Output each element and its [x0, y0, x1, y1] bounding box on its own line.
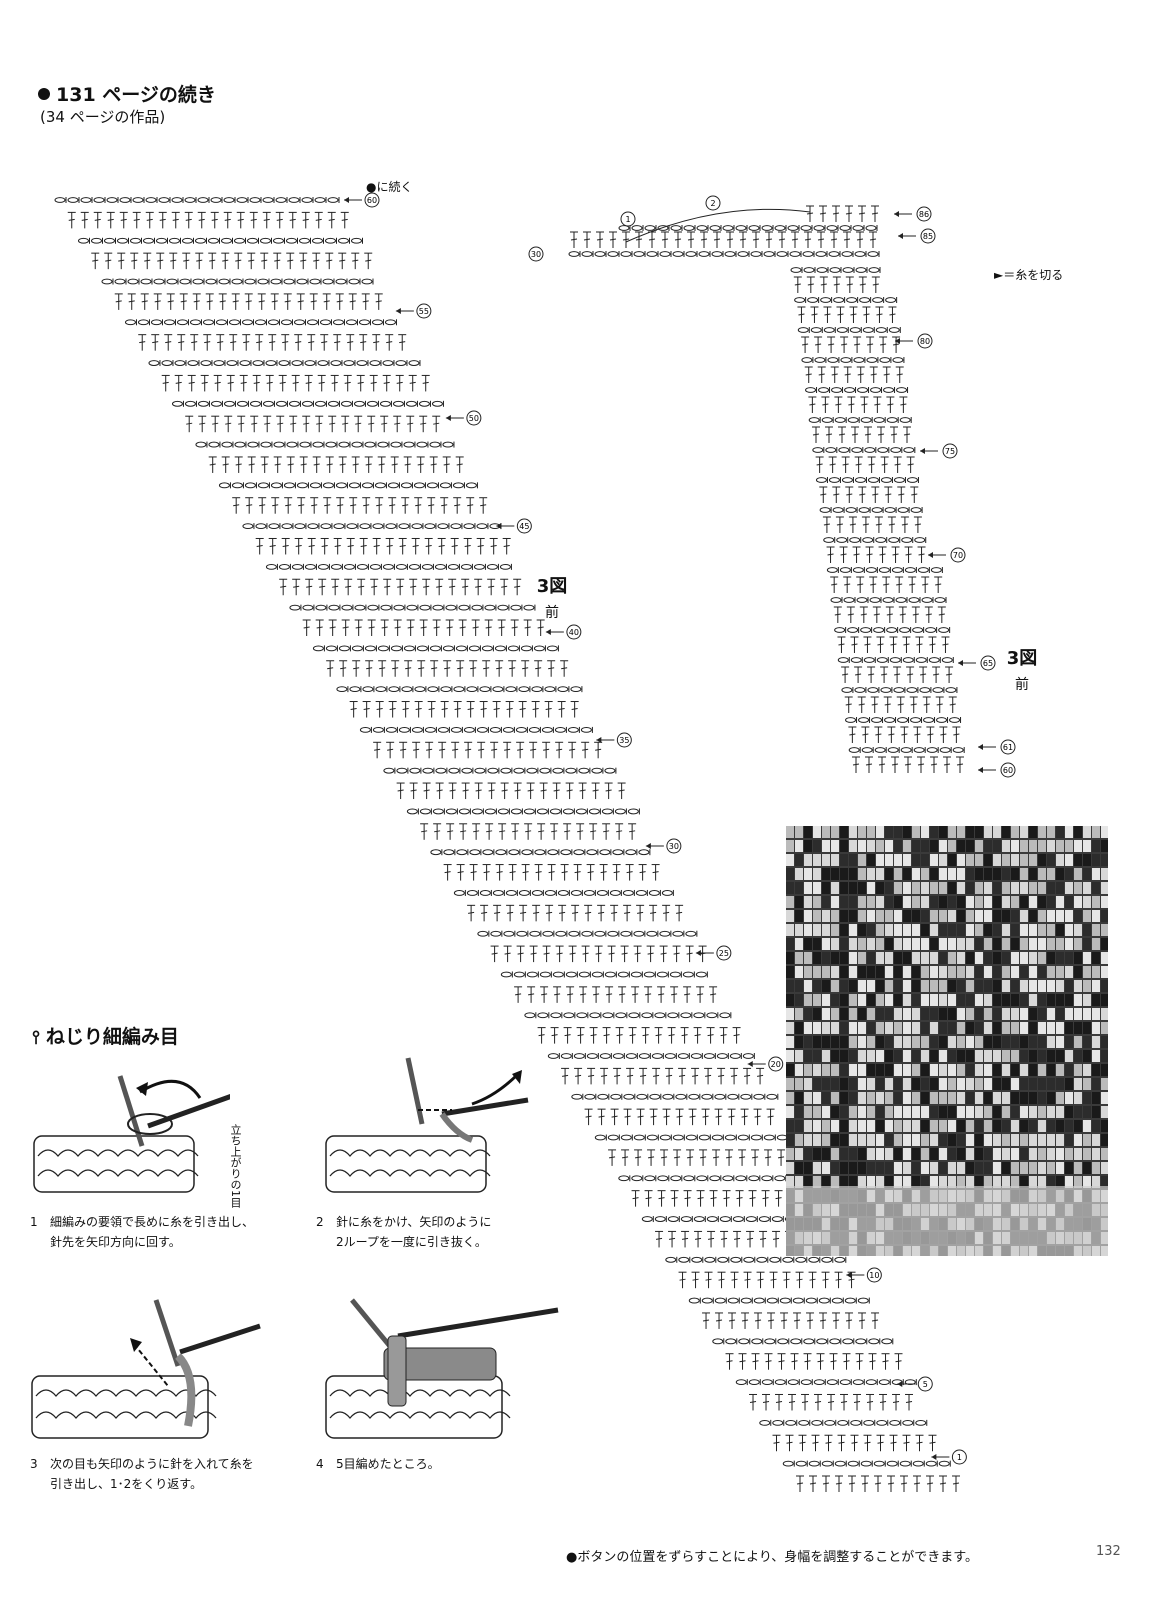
- right-row-number-60: 60: [1000, 762, 1016, 778]
- marker-30: 30: [528, 246, 544, 262]
- page-number: 132: [1096, 1544, 1121, 1559]
- svg-text:60: 60: [1003, 766, 1013, 775]
- svg-text:85: 85: [923, 232, 933, 241]
- svg-text:70: 70: [953, 551, 963, 560]
- left-row-number-35: 35: [616, 732, 632, 748]
- svg-text:55: 55: [419, 307, 429, 316]
- right-row-number-86: 86: [916, 206, 932, 222]
- page-subtitle: (34 ページの作品): [40, 108, 166, 126]
- left-row-number-1: 1: [951, 1449, 967, 1465]
- svg-text:10: 10: [869, 1271, 879, 1280]
- left-figure-label: 3図: [536, 576, 568, 597]
- marker-2: 2: [705, 195, 721, 211]
- cardigan-photo: [786, 826, 1108, 1256]
- left-row-number-50: 50: [466, 410, 482, 426]
- left-figure-sublabel: 前: [545, 605, 559, 621]
- standup-label: 立ち上がりの1目: [229, 1124, 242, 1208]
- left-row-number-10: 10: [866, 1267, 882, 1283]
- svg-text:40: 40: [569, 628, 579, 637]
- stitch-section-title: ⫯ねじり細編み目: [32, 1026, 179, 1048]
- right-row-number-75: 75: [942, 443, 958, 459]
- svg-text:60: 60: [367, 196, 377, 205]
- svg-text:1: 1: [957, 1453, 962, 1462]
- svg-text:2: 2: [710, 199, 715, 208]
- page-title: 131 ページの続き: [38, 80, 216, 107]
- left-row-number-20: 20: [768, 1056, 784, 1072]
- step1-illustration: [33, 1075, 230, 1193]
- left-row-number-25: 25: [716, 945, 732, 961]
- svg-text:80: 80: [920, 337, 930, 346]
- svg-text:30: 30: [531, 250, 541, 259]
- right-row-number-65: 65: [980, 655, 996, 671]
- right-figure-sublabel: 前: [1015, 677, 1029, 693]
- twisted-sc-symbol-icon: ⫯: [32, 1027, 40, 1048]
- right-row-number-61: 61: [1000, 739, 1016, 755]
- continue-note: ●に続く: [366, 180, 413, 194]
- right-row-number-70: 70: [950, 547, 966, 563]
- step4-illustration: [325, 1298, 559, 1439]
- left-row-number-5: 5: [917, 1376, 933, 1392]
- right-figure-label: 3図: [1006, 648, 1038, 669]
- bullet-icon: [38, 88, 50, 100]
- right-row-number-80: 80: [917, 333, 933, 349]
- footer-note: ●ボタンの位置をずらすことにより、身幅を調整することができます。: [566, 1550, 979, 1565]
- svg-text:61: 61: [1003, 743, 1013, 752]
- right-row-number-85: 85: [920, 228, 936, 244]
- svg-text:5: 5: [923, 1380, 928, 1389]
- left-row-number-45: 45: [516, 518, 532, 534]
- right-chart-body: 86 85 80 75 70 65 61 60 1 2 30: [528, 195, 1016, 778]
- svg-text:45: 45: [519, 522, 529, 531]
- step3-illustration: [31, 1299, 261, 1439]
- svg-text:50: 50: [469, 414, 479, 423]
- svg-text:86: 86: [919, 210, 929, 219]
- svg-text:35: 35: [619, 736, 629, 745]
- svg-text:30: 30: [669, 842, 679, 851]
- left-row-number-30: 30: [666, 838, 682, 854]
- marker-1: 1: [620, 211, 636, 227]
- left-row-number-60: 60: [364, 192, 380, 208]
- left-row-number-40: 40: [566, 624, 582, 640]
- left-row-number-55: 55: [416, 303, 432, 319]
- svg-text:75: 75: [945, 447, 955, 456]
- legend-cut-yarn: ►＝糸を切る: [994, 268, 1064, 282]
- knit-texture: [786, 826, 1108, 1256]
- svg-text:65: 65: [983, 659, 993, 668]
- svg-text:20: 20: [771, 1060, 781, 1069]
- step2-illustration: [325, 1057, 529, 1193]
- svg-text:1: 1: [625, 215, 630, 224]
- left-chart-body: 605550454035302520151051: [54, 192, 967, 1492]
- svg-text:25: 25: [719, 949, 729, 958]
